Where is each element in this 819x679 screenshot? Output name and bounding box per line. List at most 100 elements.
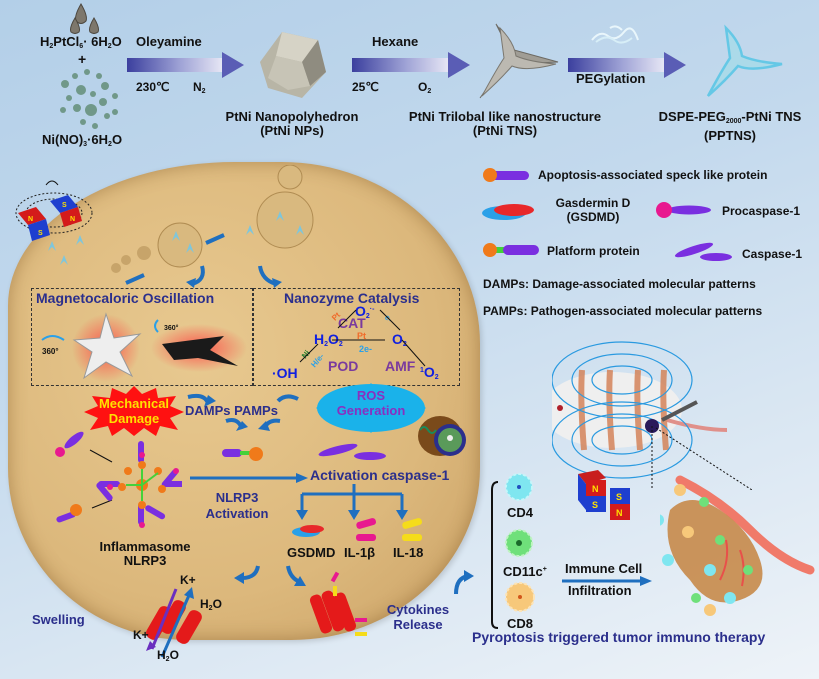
cd4-label: CD4 [507, 505, 534, 520]
product3-label: DSPE-PEG2000-PtNi TNS (PPTNS) [658, 109, 802, 143]
cd4-cell-icon [505, 473, 533, 501]
svg-text:N: N [70, 216, 75, 223]
pod-label: POD [328, 358, 359, 374]
oscillating-nanostructures-icon: 360° 360° [41, 312, 247, 382]
droplet-icon [70, 3, 99, 34]
rotating-magnet-icon: N S S N [15, 180, 93, 241]
immune-infiltration-label-1: Immune Cell [565, 561, 643, 576]
activation-caspase-label: Activation caspase-1 [310, 467, 450, 483]
magnet-n-label: N [28, 216, 33, 223]
mouse-coil-field-icon [552, 341, 752, 490]
trilobal-nanostructure-icon [479, 23, 559, 99]
asc-protein-icon [483, 168, 529, 182]
nickel-particles-icon [60, 69, 118, 129]
gsdmd-label: GSDMD [287, 545, 336, 560]
caspase-branch-arrows [296, 484, 408, 520]
platform-protein-cell-icon [222, 447, 263, 461]
magnet-pair-icon: N S S N [578, 470, 630, 520]
hydroxyl-radical-label: ·OH [272, 365, 298, 381]
svg-text:N: N [592, 484, 599, 494]
o2-label: O2 [392, 331, 407, 348]
svg-text:360°: 360° [42, 347, 59, 356]
gsdmd-pore-release-icon [309, 571, 367, 636]
pore-formation-arrows [234, 565, 306, 586]
legend-asc-label: Apoptosis-associated speck like protein [538, 168, 768, 182]
legend-caspase-label: Caspase-1 [742, 247, 803, 261]
legend-damps: DAMPs: Damage-associated molecular patte… [483, 277, 756, 291]
gsdmd-pore-swelling-icon [146, 587, 202, 658]
platform-protein-icon [483, 243, 539, 257]
step1-reagent: Oleyamine [136, 34, 202, 49]
step2-gas: O2 [418, 80, 432, 95]
il1b-label: IL-1β [344, 545, 376, 560]
swelling-label: Swelling [32, 612, 85, 627]
cd11c-cell-icon [505, 529, 533, 557]
step2-arrow [352, 52, 470, 78]
legend-platform-label: Platform protein [547, 244, 640, 258]
nanozyme-title: Nanozyme Catalysis [284, 290, 420, 306]
curved-arrows-down [186, 265, 282, 288]
step2-temperature: 25℃ [352, 80, 379, 94]
svg-text:S: S [592, 500, 598, 510]
step1-arrow [127, 52, 244, 78]
product1-label: PtNi Nanopolyhedron(PtNi NPs) [225, 109, 359, 138]
curved-arrow-immune [454, 570, 474, 595]
step1-gas: N2 [193, 80, 206, 95]
svg-text:S: S [38, 230, 43, 237]
amf-label: AMF [385, 358, 416, 374]
damps-pamps-label: DAMPs PAMPs [185, 403, 278, 418]
polyhedron-icon [260, 32, 326, 98]
pptns-icon [706, 24, 783, 97]
pt-catalyst-label: Pt [357, 331, 366, 341]
bracket-line [491, 481, 499, 629]
step1-temperature: 230℃ [136, 80, 170, 94]
singlet-oxygen-label: 1O2 [420, 364, 439, 381]
peg-chains-icon [591, 25, 639, 44]
cd8-cell-icon [505, 582, 535, 612]
tumor-tissue-icon [660, 475, 815, 616]
superoxide-label: O2·- [355, 303, 375, 320]
legend-gsdmd-label: Gasdermin D(GSDMD) [555, 196, 631, 224]
legend-pamps: PAMPs: Pathogen-associated molecular pat… [483, 304, 763, 318]
caspase-cell-icon [318, 443, 386, 460]
mitochondria-nucleus-icon [418, 416, 466, 456]
h2o2-label: H2O2 [314, 331, 343, 348]
ros-generation-burst [316, 383, 426, 433]
step3-arrow [568, 52, 686, 78]
magnetocaloric-box [31, 288, 253, 386]
two-electron-label: 2e- [359, 344, 373, 354]
il18-label: IL-18 [393, 545, 424, 560]
svg-text:S: S [62, 202, 67, 209]
immune-infiltration-label-2: Infiltration [568, 583, 632, 598]
endocytosis-illustration [48, 165, 314, 285]
step2-reagent: Hexane [372, 34, 419, 49]
magnetocaloric-title: Magnetocaloric Oscillation [36, 290, 215, 306]
caspase-products-icons [292, 518, 423, 541]
svg-text:S: S [616, 492, 622, 502]
immunotherapy-title: Pyroptosis triggered tumor immuno therap… [472, 629, 766, 645]
h2o-top-label: H2O [200, 597, 222, 612]
h2o-bottom-label: H2O [157, 648, 179, 663]
gsdmd-icon [482, 204, 534, 220]
legend-procaspase-label: Procaspase-1 [722, 204, 801, 218]
nlrp3-activation-arrow [190, 473, 308, 483]
cat-label: CAT [338, 315, 366, 331]
step3-label: PEGylation [576, 71, 646, 86]
product2-label: PtNi Trilobal like nanostructure(PtNi TN… [408, 109, 602, 138]
pt-precursor-label: H2PtCl6· 6H2O [40, 34, 122, 51]
procaspase-icon [656, 202, 711, 218]
plus-sign: + [78, 51, 87, 67]
mechanical-damage-burst [84, 386, 184, 436]
caspase-icon [674, 242, 732, 261]
svg-text:N: N [616, 508, 623, 518]
k-plus-top-label: K+ [180, 573, 196, 587]
ni-precursor-label: Ni(NO)3·6H2O [42, 132, 123, 149]
cd11c-label: CD11c+ [503, 564, 547, 579]
immune-infiltration-arrow [562, 576, 652, 586]
k-plus-bottom-label: K+ [133, 628, 149, 642]
